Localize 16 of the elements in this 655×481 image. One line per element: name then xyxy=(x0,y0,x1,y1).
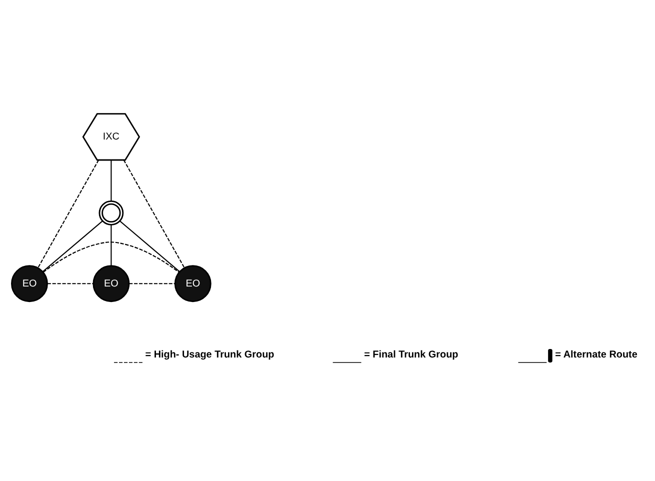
connector xyxy=(42,220,103,272)
connector xyxy=(123,159,185,268)
connector xyxy=(38,159,100,268)
connector xyxy=(47,282,94,284)
connector xyxy=(110,224,112,266)
connector xyxy=(120,220,180,272)
connector xyxy=(129,282,175,284)
node-circle: EO xyxy=(174,264,212,302)
node-circle: EO xyxy=(92,264,130,302)
legend-label: = High- Usage Trunk Group xyxy=(145,349,274,360)
connector xyxy=(110,160,112,201)
legend-label: = Alternate Route xyxy=(555,349,638,360)
legend-label: = Final Trunk Group xyxy=(364,349,458,360)
connector xyxy=(43,241,180,272)
node-circle: EO xyxy=(11,264,48,302)
node-circle xyxy=(98,200,124,225)
